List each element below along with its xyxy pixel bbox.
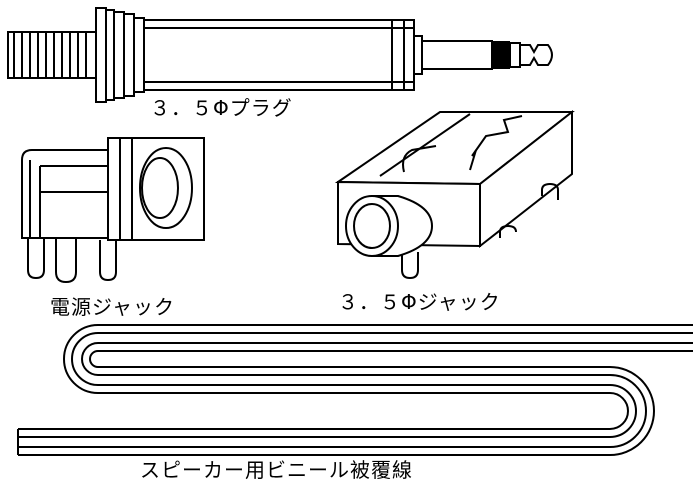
plug-strain-relief	[7, 31, 97, 79]
power-jack-pins	[27, 238, 117, 284]
power-jack-label: 電源ジャック	[50, 295, 175, 319]
mini-jack-pins	[401, 182, 559, 280]
mini-jack-socket	[345, 195, 434, 257]
plug-collar	[95, 7, 145, 103]
plug-drawing	[7, 7, 553, 103]
power-jack-body	[21, 149, 109, 239]
speaker-wire-label: スピーカー用ビニール被覆線	[140, 458, 413, 482]
speaker-wire-drawing	[17, 324, 693, 456]
plug-label: ３．５Φプラグ	[150, 96, 293, 120]
mini-jack-label: ３．５Φジャック	[338, 290, 501, 314]
plug-pin	[421, 40, 553, 70]
power-jack-front	[107, 137, 205, 241]
mini-jack-drawing	[334, 109, 575, 280]
plug-barrel	[143, 19, 423, 91]
power-jack-drawing	[21, 137, 205, 284]
